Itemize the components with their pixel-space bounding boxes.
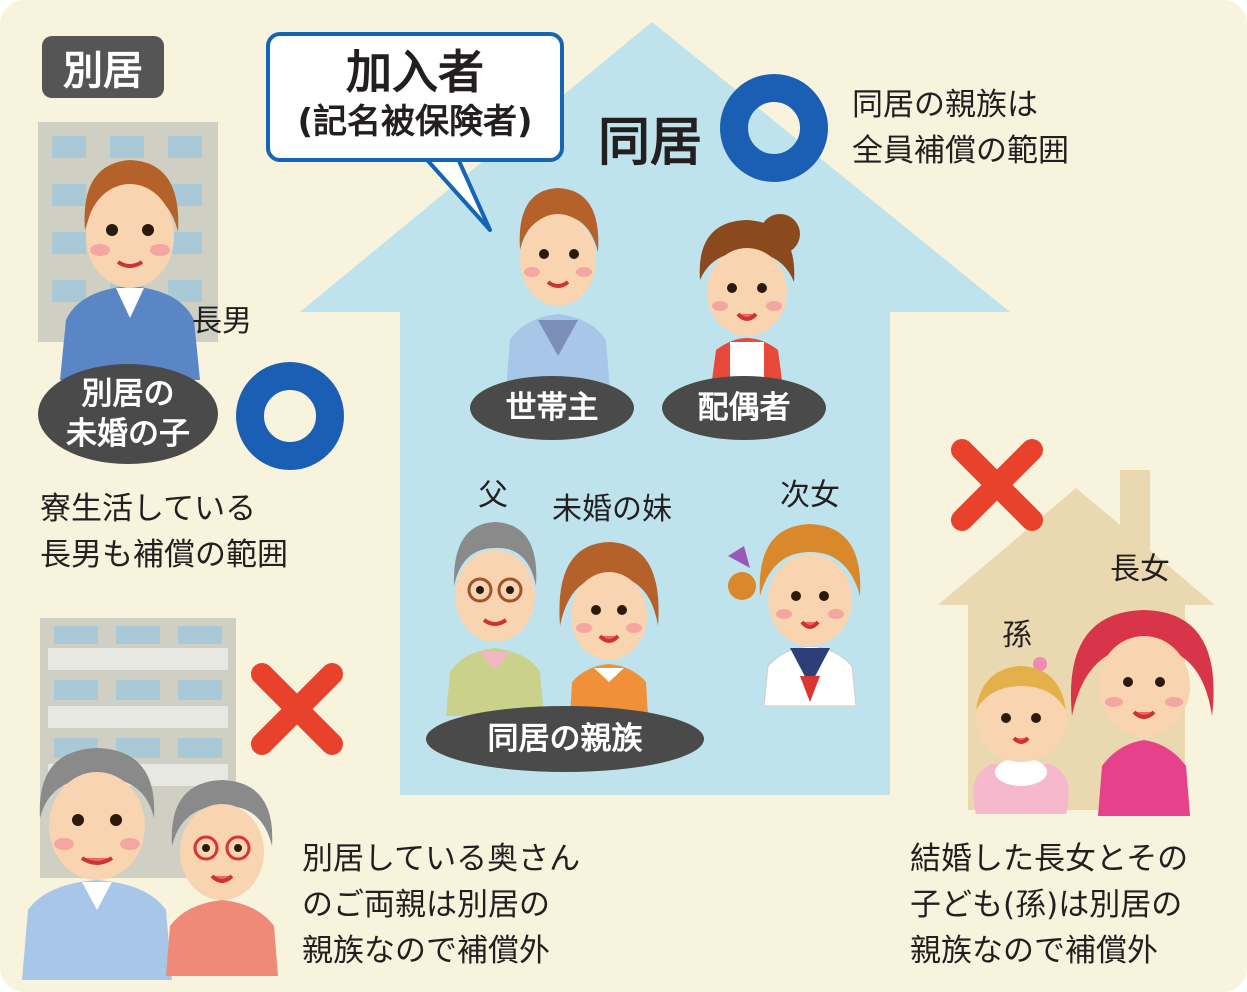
son-note: 寮生活している 長男も補償の範囲 <box>40 486 288 578</box>
wifes-mother-figure <box>166 780 278 976</box>
parents-note: 別居している奥さん のご両親は別居の 親族なので補償外 <box>302 836 580 974</box>
cohabit-note: 同居の親族は 全員補償の範囲 <box>852 82 1069 174</box>
policyholder-callout: 加入者 (記名被保険者) <box>266 32 564 162</box>
separate-living-badge: 別居 <box>42 36 164 98</box>
covered-circle-icon <box>236 362 344 470</box>
married-note-line1: 結婚した長女とその <box>910 841 1189 877</box>
apartment-building-top <box>38 122 218 342</box>
parents-note-line1: 別居している奥さん <box>302 841 581 877</box>
cohabit-note-line2: 全員補償の範囲 <box>852 133 1069 169</box>
householder-pill: 世帯主 <box>470 376 634 440</box>
policyholder-title: 加入者 <box>346 45 484 99</box>
separate-living-badge-label: 別居 <box>63 48 143 94</box>
cohabit-note-line1: 同居の親族は <box>852 87 1038 123</box>
son-note-line2: 長男も補償の範囲 <box>40 537 288 573</box>
second-daughter-label: 次女 <box>780 478 840 513</box>
unmarried-sister-figure <box>559 542 659 716</box>
not-covered-cross-icon <box>951 439 1043 531</box>
spouse-figure <box>699 214 800 380</box>
father-label: 父 <box>478 478 508 513</box>
cohabit-title: 同居 <box>598 113 703 173</box>
grandchild-figure <box>973 657 1069 814</box>
grandchild-label: 孫 <box>1002 618 1032 653</box>
eldest-son-figure <box>60 160 200 380</box>
not-covered-cross-icon <box>251 663 343 755</box>
pill-line2: 未婚の子 <box>66 416 190 452</box>
pill-line1: 別居の <box>81 376 175 412</box>
eldest-daughter-figure <box>1070 610 1214 816</box>
eldest-son-label: 長男 <box>192 304 252 339</box>
separate-unmarried-child-pill: 別居の 未婚の子 <box>38 364 218 464</box>
spouse-pill: 配偶者 <box>662 376 826 440</box>
father-figure <box>446 522 544 716</box>
wifes-father-figure <box>22 748 172 980</box>
married-note-line3: 親族なので補償外 <box>910 933 1158 969</box>
callout-tail-cover <box>424 148 452 156</box>
householder-figure <box>506 188 610 390</box>
son-note-line1: 寮生活している <box>40 491 257 527</box>
parents-note-line3: 親族なので補償外 <box>302 933 550 969</box>
eldest-daughter-label: 長女 <box>1110 552 1170 587</box>
married-note: 結婚した長女とその 子ども(孫)は別居の 親族なので補償外 <box>910 836 1188 974</box>
second-daughter-figure <box>728 524 861 707</box>
parents-note-line2: のご両親は別居の <box>302 887 550 923</box>
covered-circle-icon <box>720 74 828 182</box>
unmarried-sister-label: 未婚の妹 <box>552 492 672 527</box>
cohabiting-relatives-pill: 同居の親族 <box>426 706 704 772</box>
policyholder-subtitle: (記名被保険者) <box>297 102 533 142</box>
married-note-line2: 子ども(孫)は別居の <box>910 887 1183 923</box>
